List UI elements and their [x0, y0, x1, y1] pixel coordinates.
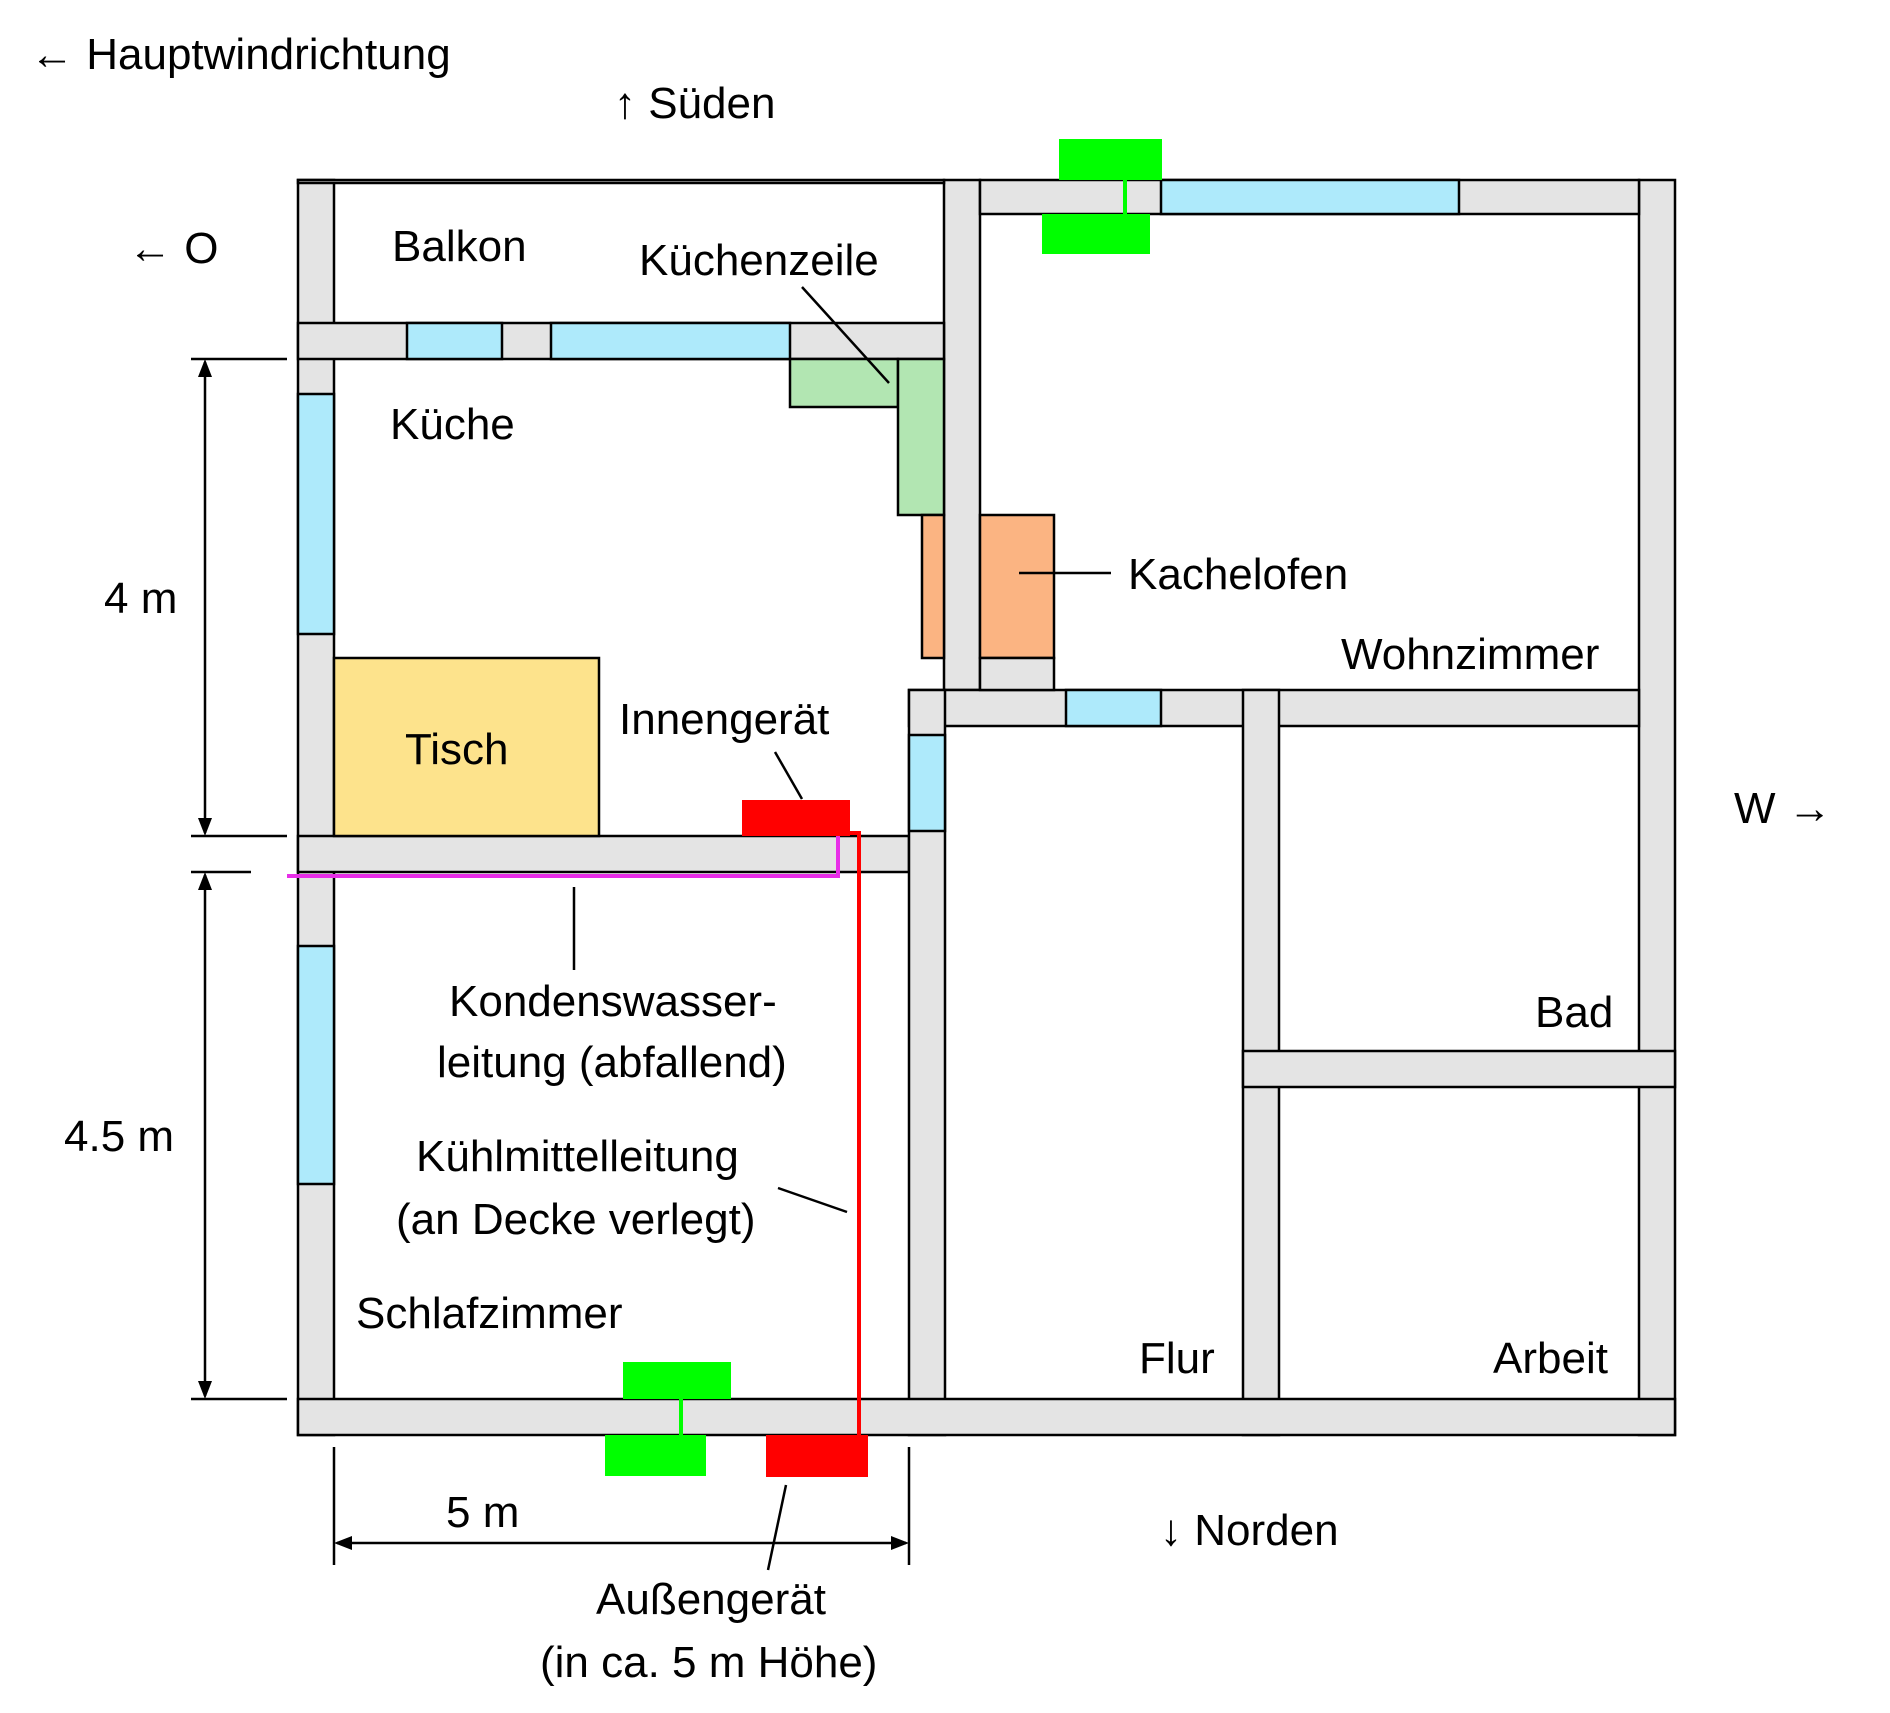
label-wohnzimmer: Wohnzimmer — [1341, 630, 1599, 679]
wall-kitchen-bottom — [296, 834, 911, 874]
label-balkon: Balkon — [392, 222, 527, 271]
wall-kitchen-west — [296, 178, 336, 1437]
label-schlafzimmer: Schlafzimmer — [356, 1289, 623, 1338]
label-south: ↑ Süden — [614, 79, 775, 128]
label-kondens-1: Kondenswasser- — [449, 977, 777, 1026]
dim-4m-arrow-bottom — [198, 818, 212, 836]
window-living-bottom — [1064, 688, 1163, 728]
windows — [296, 178, 1461, 1186]
leader-lines — [572, 286, 1111, 1571]
label-tisch: Tisch — [405, 725, 509, 774]
label-flur: Flur — [1139, 1334, 1215, 1383]
label-aussen-1: Außengerät — [596, 1575, 826, 1624]
label-kuehl-1: Kühlmittelleitung — [416, 1132, 739, 1181]
label-bad: Bad — [1535, 988, 1613, 1037]
dim-45m-arrow-bottom — [198, 1381, 212, 1399]
green-unit-bedroom-inner — [623, 1362, 731, 1399]
dim-4m-arrow-top — [198, 359, 212, 377]
label-kachelofen: Kachelofen — [1128, 550, 1348, 599]
oven-living-part — [978, 513, 1056, 660]
label-aussen-2: (in ca. 5 m Höhe) — [540, 1638, 877, 1687]
dimensions — [191, 357, 911, 1565]
label-kuechenzeile: Küchenzeile — [639, 236, 879, 285]
dim-45m-arrow-top — [198, 872, 212, 890]
label-east: ← O — [128, 224, 218, 273]
oven-kitchen-part — [920, 513, 946, 660]
labels: ← Hauptwindrichtung ↑ Süden ← O W → ↓ No… — [30, 30, 1832, 1687]
window-kitchen-top-1 — [405, 321, 504, 361]
label-dim-45m: 4.5 m — [64, 1112, 174, 1161]
window-living-top — [1159, 178, 1461, 216]
label-arbeit: Arbeit — [1493, 1334, 1608, 1383]
table — [332, 656, 601, 838]
window-kitchen-east — [296, 392, 336, 636]
label-dim-5m: 5 m — [446, 1488, 519, 1537]
green-unit-living-outer — [1059, 139, 1162, 180]
refrigerant-line — [838, 831, 861, 1435]
wall-living-west — [1637, 178, 1677, 1437]
label-north: ↓ Norden — [1160, 1506, 1339, 1555]
wall-bottom — [296, 1397, 1677, 1437]
units — [605, 139, 1162, 1477]
kitchen-counter-side — [896, 357, 946, 517]
wall-balcony-top — [296, 178, 946, 185]
label-kondens-2: leitung (abfallend) — [437, 1038, 787, 1087]
condensate-line — [287, 836, 840, 878]
label-kueche: Küche — [390, 400, 515, 449]
dim-5m-arrow-left — [334, 1536, 352, 1550]
furniture — [332, 357, 1056, 838]
indoor-ac-unit — [742, 800, 850, 836]
label-kuehl-2: (an Decke verlegt) — [396, 1195, 755, 1244]
wall-living-east — [942, 178, 982, 692]
window-hall — [907, 733, 947, 833]
dim-5m-arrow-right — [891, 1536, 909, 1550]
leader-aussen — [766, 1484, 788, 1571]
label-wind: ← Hauptwindrichtung — [30, 30, 451, 79]
label-west: W → — [1734, 784, 1832, 833]
leader-innengeraet — [773, 751, 804, 800]
green-unit-living-inner — [1042, 214, 1150, 254]
pipes — [287, 831, 861, 1435]
green-unit-bedroom-outer — [605, 1435, 706, 1476]
window-kitchen-top-2 — [549, 321, 792, 361]
oven-base — [978, 656, 1056, 692]
wall-bad-bottom — [1241, 1049, 1677, 1089]
leader-kuechenzeile — [801, 286, 890, 384]
label-innengeraet: Innengerät — [619, 695, 829, 744]
leader-kuehl — [777, 1186, 848, 1214]
window-bedroom-east — [296, 944, 336, 1186]
outdoor-ac-unit — [766, 1435, 868, 1477]
kitchen-counter-top — [788, 357, 900, 409]
label-dim-4m: 4 m — [104, 574, 177, 623]
